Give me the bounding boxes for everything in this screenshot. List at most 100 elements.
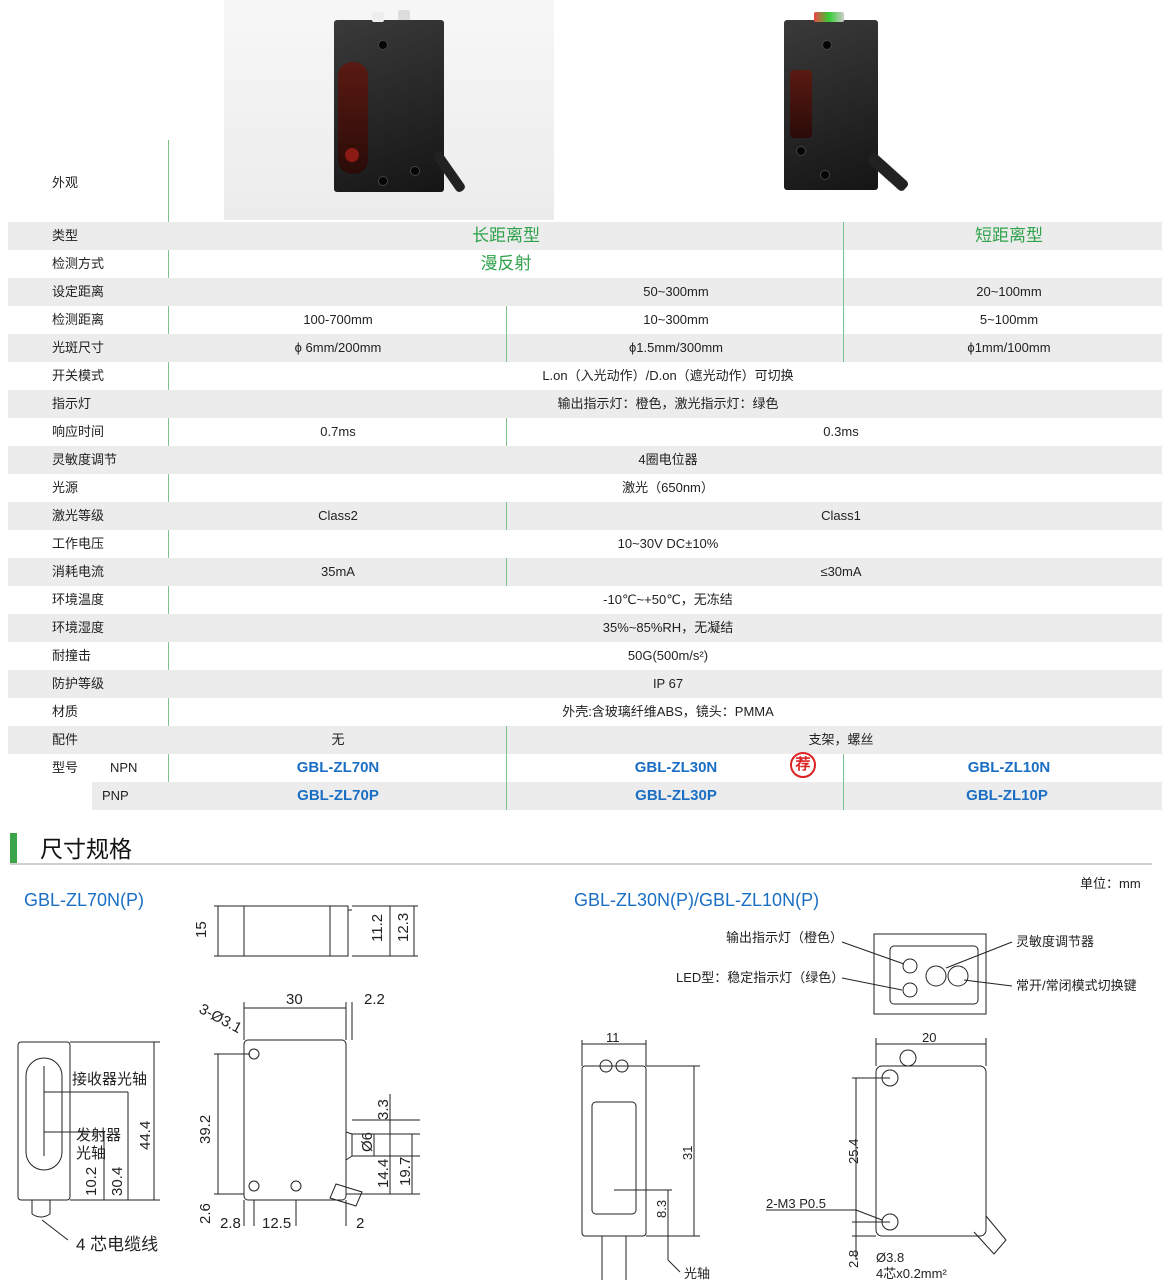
adjuster-knob-icon [372, 12, 384, 22]
callout-label: LED型：稳定指示灯（绿色） [676, 970, 844, 985]
table-row: 消耗电流 35mA ≤30mA [8, 558, 1162, 586]
section-title: 尺寸规格 [40, 836, 132, 862]
model-cell: GBL-ZL30P [635, 787, 717, 804]
cell: 35%~85%RH，无凝结 [602, 620, 734, 635]
row-label: 光源 [52, 480, 79, 495]
cell: 外壳:含玻璃纤维ABS，镜头：PMMA [562, 704, 774, 719]
row-label: 响应时间 [52, 424, 105, 439]
dim-label: 2.8 [846, 1250, 861, 1268]
callout-label: 常开/常闭模式切换键 [1016, 978, 1137, 993]
section-accent [10, 833, 17, 863]
row-label: 材质 [52, 704, 79, 719]
section-divider [10, 863, 1152, 865]
row-label: 指示灯 [52, 396, 92, 411]
dim-label: 12.5 [262, 1215, 291, 1232]
cell: 输出指示灯：橙色，激光指示灯：绿色 [557, 396, 779, 411]
dim-label: 44.4 [137, 1121, 154, 1150]
cell: Class1 [821, 508, 861, 523]
row-label: 环境温度 [52, 592, 105, 607]
model-cell: GBL-ZL70P [297, 787, 379, 804]
dimension-drawing-right: 输出指示灯（橙色） LED型：稳定指示灯（绿色） 灵敏度调节器 常开/常闭模式切… [581, 930, 1137, 1281]
dim-label: 4 芯电缆线 [76, 1235, 158, 1254]
row-label: 设定距离 [52, 284, 105, 299]
cell: IP 67 [652, 676, 684, 691]
dim-label: 25.4 [846, 1139, 861, 1164]
cell: 激光（650nm） [622, 480, 714, 495]
dim-label: 8.3 [654, 1200, 669, 1218]
row-label: 型号 [52, 760, 79, 775]
cell: 10~30V DC±10% [617, 536, 719, 551]
dim-label: 12.3 [395, 913, 412, 942]
cell: 100-700mm [303, 312, 373, 327]
cell: ϕ1mm/100mm [967, 340, 1051, 355]
table-row: 检测方式 漫反射 [8, 250, 1162, 278]
row-label: 检测方式 [52, 256, 105, 271]
dim-label: 19.7 [397, 1157, 414, 1186]
dim-label: 11.2 [369, 914, 386, 942]
dim-label: 31 [680, 1146, 695, 1160]
indicator-led-icon [814, 12, 844, 22]
unit-label: 单位：mm [1080, 876, 1141, 891]
model-cell: GBL-ZL70N [296, 759, 380, 776]
row-label: 耐撞击 [52, 648, 92, 663]
model-cell: GBL-ZL10P [966, 787, 1048, 804]
dim-label: 光轴 [684, 1266, 710, 1281]
table-row: PNP GBL-ZL70P GBL-ZL30P GBL-ZL10P [92, 782, 1162, 810]
cell: 35mA [321, 564, 355, 579]
row-label: 工作电压 [52, 536, 105, 551]
table-row: 指示灯 输出指示灯：橙色，激光指示灯：绿色 [8, 390, 1162, 418]
table-row: 类型 长距离型 短距离型 [8, 222, 1162, 250]
cell: 10~300mm [643, 312, 709, 327]
cell: ϕ 6mm/200mm [294, 340, 382, 355]
model-cell: GBL-ZL30N [634, 759, 718, 776]
method-value: 漫反射 [480, 254, 532, 273]
dim-label: 2.6 [197, 1203, 214, 1224]
table-row: 开关模式 L.on（入光动作）/D.on（遮光动作）可切换 [8, 362, 1162, 390]
cell: 20~100mm [976, 284, 1042, 299]
laser-dot-icon [345, 148, 359, 162]
row-label: 防护等级 [52, 676, 105, 691]
dim-label: 39.2 [197, 1115, 214, 1144]
type-short: 短距离型 [975, 226, 1043, 245]
table-row: 响应时间 0.7ms 0.3ms [8, 418, 1162, 446]
table-divider [506, 726, 507, 810]
pnp-label: PNP [102, 788, 129, 803]
cell: 50G(500m/s²) [627, 648, 709, 663]
table-row: 防护等级 IP 67 [8, 670, 1162, 698]
cell: ϕ1.5mm/300mm [629, 340, 723, 355]
table-divider [506, 502, 507, 530]
row-label: 检测距离 [52, 312, 105, 327]
dim-label: Ø6 [359, 1132, 376, 1152]
dim-label: Ø3.8 [876, 1250, 904, 1265]
cell: L.on（入光动作）/D.on（遮光动作）可切换 [542, 368, 794, 383]
callout-label: 灵敏度调节器 [1016, 934, 1094, 949]
cell: 0.3ms [823, 424, 859, 439]
table-row: 耐撞击 50G(500m/s²) [8, 642, 1162, 670]
model-cell: GBL-ZL10N [967, 759, 1051, 776]
table-row: 环境湿度 35%~85%RH，无凝结 [8, 614, 1162, 642]
table-row: 检测距离 100-700mm 10~300mm 5~100mm [8, 306, 1162, 334]
dim-label: 30.4 [109, 1167, 126, 1196]
cell: 无 [331, 732, 345, 747]
table-row: 激光等级 Class2 Class1 [8, 502, 1162, 530]
table-divider [168, 140, 169, 810]
cell: -10℃~+50℃，无冻结 [603, 592, 733, 607]
table-divider [843, 278, 844, 362]
dim-label: 3.3 [375, 1099, 392, 1120]
cell: 50~300mm [643, 284, 709, 299]
dim-label: 10.2 [83, 1167, 100, 1196]
cell: 0.7ms [320, 424, 356, 439]
sensor-lens-short-range [790, 70, 812, 138]
npn-label: NPN [110, 760, 138, 775]
row-label: 配件 [52, 732, 79, 747]
dim-label: 2.2 [364, 991, 385, 1008]
callout-label: 输出指示灯（橙色） [726, 930, 843, 945]
dim-label: 4芯x0.2mm² [876, 1266, 947, 1281]
row-label: 环境湿度 [52, 620, 105, 635]
table-divider [843, 754, 844, 810]
dim-label: 2-M3 P0.5 [766, 1196, 826, 1211]
dim-label: 30 [286, 991, 303, 1008]
dim-label: 2.8 [220, 1215, 241, 1232]
cell: 4圈电位器 [638, 452, 698, 467]
table-row: 设定距离 50~300mm 20~100mm [8, 278, 1162, 306]
